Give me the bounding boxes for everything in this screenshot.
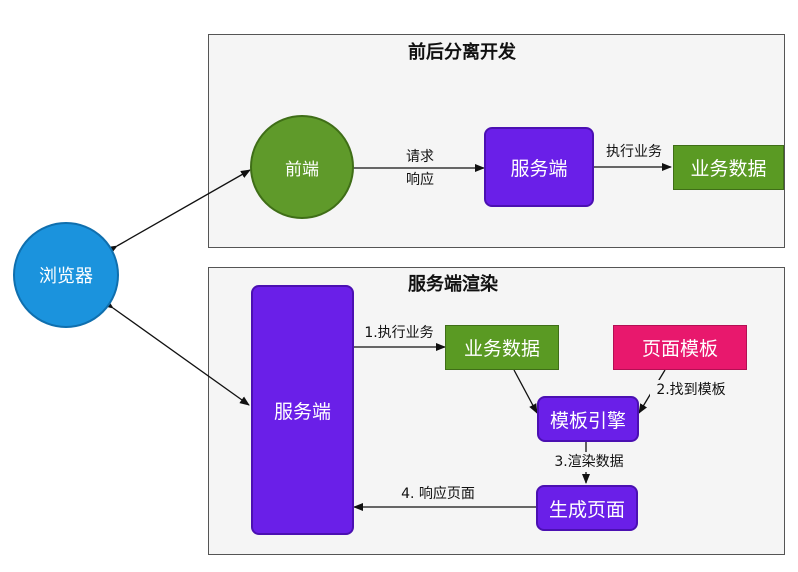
- generate-page-node: 生成页面: [536, 485, 638, 531]
- server-node-bottom: 服务端: [251, 285, 354, 535]
- arrow-browser-server-bottom: [103, 299, 250, 406]
- step2-label: 2.找到模板: [650, 380, 732, 400]
- bottom-panel-title: 服务端渲染: [408, 274, 498, 295]
- top-panel-title: 前后分离开发: [408, 42, 516, 63]
- step4-label: 4. 响应页面: [395, 484, 481, 504]
- business-data-node-bottom: 业务数据: [445, 325, 559, 370]
- page-template-node: 页面模板: [613, 325, 747, 370]
- arrow-browser-frontend: [107, 169, 251, 254]
- arrow-data-engine: [513, 369, 538, 414]
- response-label: 响应: [398, 170, 442, 190]
- business-data-node-top: 业务数据: [673, 145, 784, 190]
- browser-node: 浏览器: [13, 222, 119, 328]
- step3-label: 3.渲染数据: [546, 452, 632, 472]
- frontend-node: 前端: [250, 115, 354, 219]
- request-label: 请求: [398, 147, 442, 167]
- step1-label: 1.执行业务: [358, 323, 440, 343]
- exec-business-label-top: 执行业务: [600, 142, 668, 162]
- server-node-top: 服务端: [484, 127, 594, 207]
- template-engine-node: 模板引擎: [537, 396, 639, 442]
